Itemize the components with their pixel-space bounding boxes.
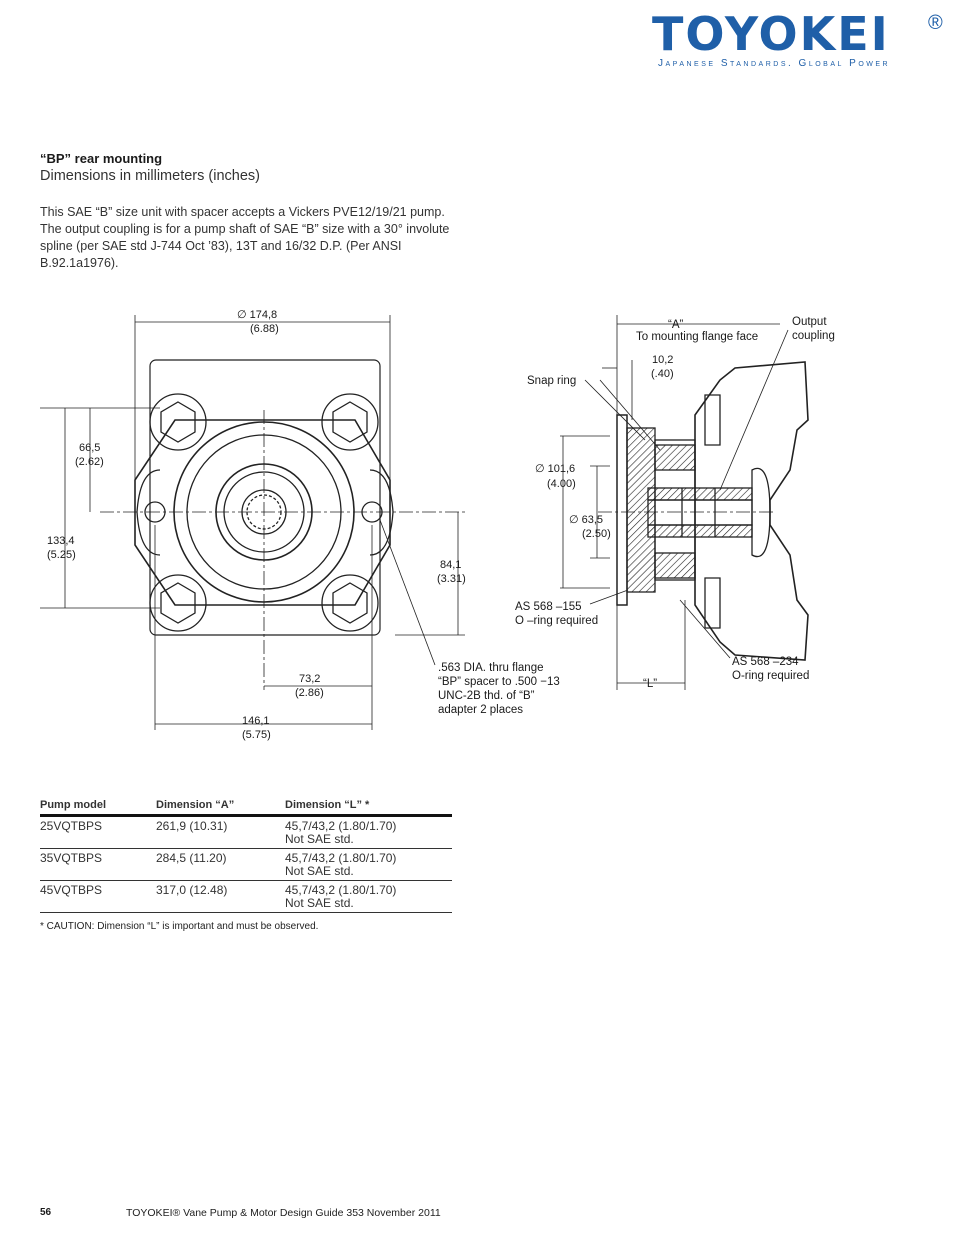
brand-logo: TOYOKEI ® Japanese Standards. Global Pow…: [652, 10, 952, 70]
cell-dim-l: 45,7/43,2 (1.80/1.70)Not SAE std.: [285, 815, 452, 849]
dim-133-label: 133,4: [47, 535, 75, 547]
side-dimensions: [560, 315, 789, 690]
brand-name: TOYOKEI: [652, 7, 890, 61]
table-row: 35VQTBPS 284,5 (11.20) 45,7/43,2 (1.80/1…: [40, 848, 452, 881]
footer-title: TOYOKEI® Vane Pump & Motor Design Guide …: [126, 1207, 441, 1219]
cell-dim-l: 45,7/43,2 (1.80/1.70)Not SAE std.: [285, 880, 452, 913]
output-coupling-line-1: Output: [792, 316, 827, 328]
dim-174-inch: (6.88): [250, 323, 279, 335]
dim-133-inch: (5.25): [47, 549, 76, 561]
registered-mark: ®: [928, 12, 943, 34]
cell-dim-l-note: Not SAE std.: [285, 864, 354, 878]
dim-101-label: ∅ 101,6: [535, 463, 575, 475]
hole-note-line-2: “BP” spacer to .500 −13: [438, 676, 560, 688]
dim-66-inch: (2.62): [75, 456, 104, 468]
hole-note-line-4: adapter 2 places: [438, 704, 523, 716]
brand-tagline: Japanese Standards. Global Power: [658, 58, 891, 69]
oring-155-line-1: AS 568 –155: [515, 601, 582, 613]
snap-ring-label: Snap ring: [527, 375, 576, 387]
header-dimension-a: Dimension “A”: [156, 797, 285, 817]
pump-spec-table: Pump model Dimension “A” Dimension “L” *…: [40, 797, 452, 913]
cell-dim-a: 284,5 (11.20): [156, 848, 285, 881]
cell-dim-a: 317,0 (12.48): [156, 880, 285, 913]
front-dimensions: [40, 315, 465, 730]
table-row: 45VQTBPS 317,0 (12.48) 45,7/43,2 (1.80/1…: [40, 880, 452, 913]
section-title: “BP” rear mounting: [40, 151, 163, 166]
oring-234-line-2: O-ring required: [732, 670, 809, 682]
bolt-bottom-left: [149, 574, 207, 632]
dim-73-inch: (2.86): [295, 687, 324, 699]
dim-146-label: 146,1: [242, 715, 270, 727]
dim-a-note: To mounting flange face: [636, 331, 758, 343]
dim-73-label: 73,2: [299, 673, 320, 685]
dim-63-label: ∅ 63,5: [569, 514, 603, 526]
dim-l-label: “L”: [643, 678, 657, 690]
side-view: [598, 361, 809, 661]
table-row: 25VQTBPS 261,9 (10.31) 45,7/43,2 (1.80/1…: [40, 815, 452, 849]
dim-84-inch: (3.31): [437, 573, 466, 585]
dim-10-label: 10,2: [652, 354, 673, 366]
hole-note-line-1: .563 DIA. thru flange: [438, 662, 543, 674]
bolt-bottom-right: [321, 574, 379, 632]
header-dimension-l: Dimension “L” *: [285, 797, 452, 817]
front-view: [100, 359, 465, 690]
dim-10-inch: (.40): [651, 368, 674, 380]
hole-note-line-3: UNC-2B thd. of “B”: [438, 690, 535, 702]
cell-dim-l-note: Not SAE std.: [285, 896, 354, 910]
section-subtitle: Dimensions in millimeters (inches): [40, 168, 260, 184]
output-coupling-line-2: coupling: [792, 330, 835, 342]
section-description: This SAE “B” size unit with spacer accep…: [40, 205, 450, 270]
cell-model: 25VQTBPS: [40, 815, 156, 849]
bolt-top-left: [149, 393, 207, 451]
oring-155-line-2: O –ring required: [515, 615, 598, 627]
dim-a-label: “A”: [668, 319, 684, 331]
table-header-row: Pump model Dimension “A” Dimension “L” *: [40, 797, 452, 817]
dim-66-label: 66,5: [79, 442, 100, 454]
dim-84-label: 84,1: [440, 559, 461, 571]
oring-234-line-1: AS 568 –234: [732, 656, 799, 668]
side-dim-labels: “A” To mounting flange face 10,2 (.40) O…: [515, 316, 835, 690]
cell-dim-l: 45,7/43,2 (1.80/1.70)Not SAE std.: [285, 848, 452, 881]
header-pump-model: Pump model: [40, 797, 156, 817]
cell-model: 45VQTBPS: [40, 880, 156, 913]
cell-dim-l-note: Not SAE std.: [285, 832, 354, 846]
dim-101-inch: (4.00): [547, 478, 576, 490]
cell-dim-a: 261,9 (10.31): [156, 815, 285, 849]
dim-174-label: ∅ 174,8: [237, 309, 277, 321]
dim-146-inch: (5.75): [242, 729, 271, 741]
cell-dim-l-value: 45,7/43,2 (1.80/1.70): [285, 819, 397, 833]
cell-dim-l-value: 45,7/43,2 (1.80/1.70): [285, 851, 397, 865]
caution-note: * CAUTION: Dimension “L” is important an…: [40, 921, 319, 932]
cell-dim-l-value: 45,7/43,2 (1.80/1.70): [285, 883, 397, 897]
dim-63-inch: (2.50): [582, 528, 611, 540]
bolt-top-right: [321, 393, 379, 451]
page-number: 56: [40, 1207, 52, 1218]
front-dim-labels: ∅ 174,8 (6.88) 66,5 (2.62) 133,4 (5.25) …: [47, 309, 560, 741]
cell-model: 35VQTBPS: [40, 848, 156, 881]
